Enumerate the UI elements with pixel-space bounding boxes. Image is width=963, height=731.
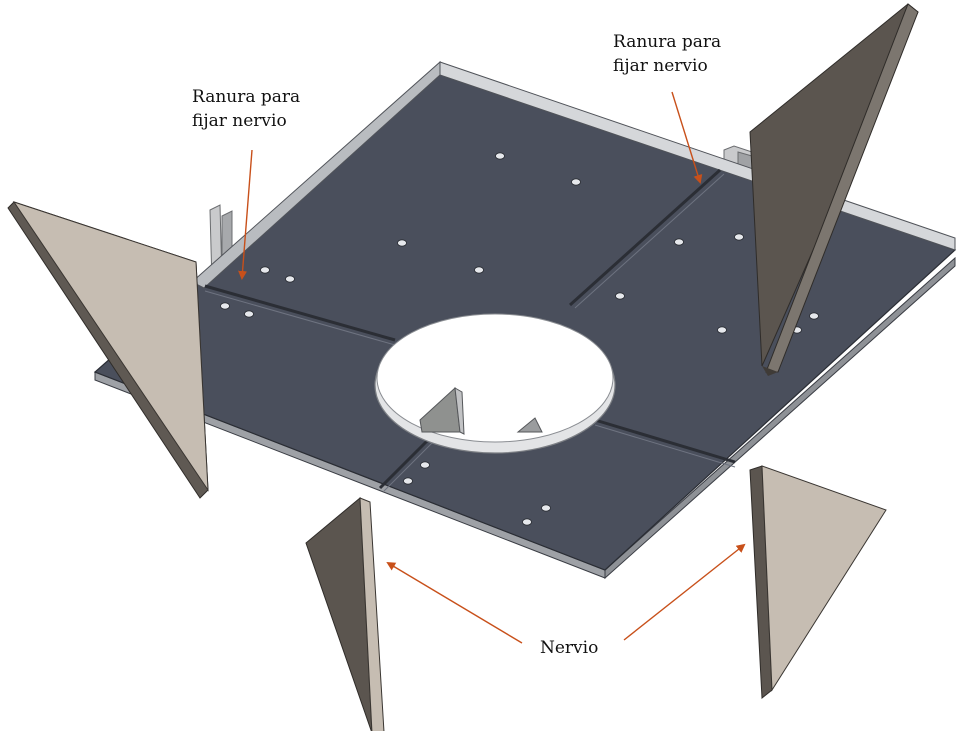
arrow-slot-right (671, 91, 703, 184)
callout-slot-right-line1: Ranura para (613, 32, 722, 52)
rib-bottom-right (749, 465, 887, 699)
callout-slot-right-line2: fijar nervio (613, 56, 708, 76)
rib-left (7, 201, 209, 499)
rib-bottom-left (305, 496, 385, 731)
slot-grooves (204, 168, 736, 490)
callout-slot-left: Ranura para fijar nervio (192, 85, 300, 133)
arrow-rib-left (386, 561, 523, 644)
callout-rib: Nervio (540, 638, 599, 658)
callout-slot-left-line1: Ranura para (192, 87, 301, 107)
central-hole (376, 313, 614, 443)
arrow-rib-right (623, 543, 746, 641)
arrow-slot-left (238, 149, 253, 280)
callout-slot-right: Ranura para fijar nervio (613, 30, 721, 78)
callout-arrows (238, 91, 746, 644)
bolt-holes (220, 152, 819, 526)
rib-top-right (749, 3, 919, 376)
base-plate (93, 60, 957, 580)
callout-slot-left-line2: fijar nervio (192, 111, 287, 131)
